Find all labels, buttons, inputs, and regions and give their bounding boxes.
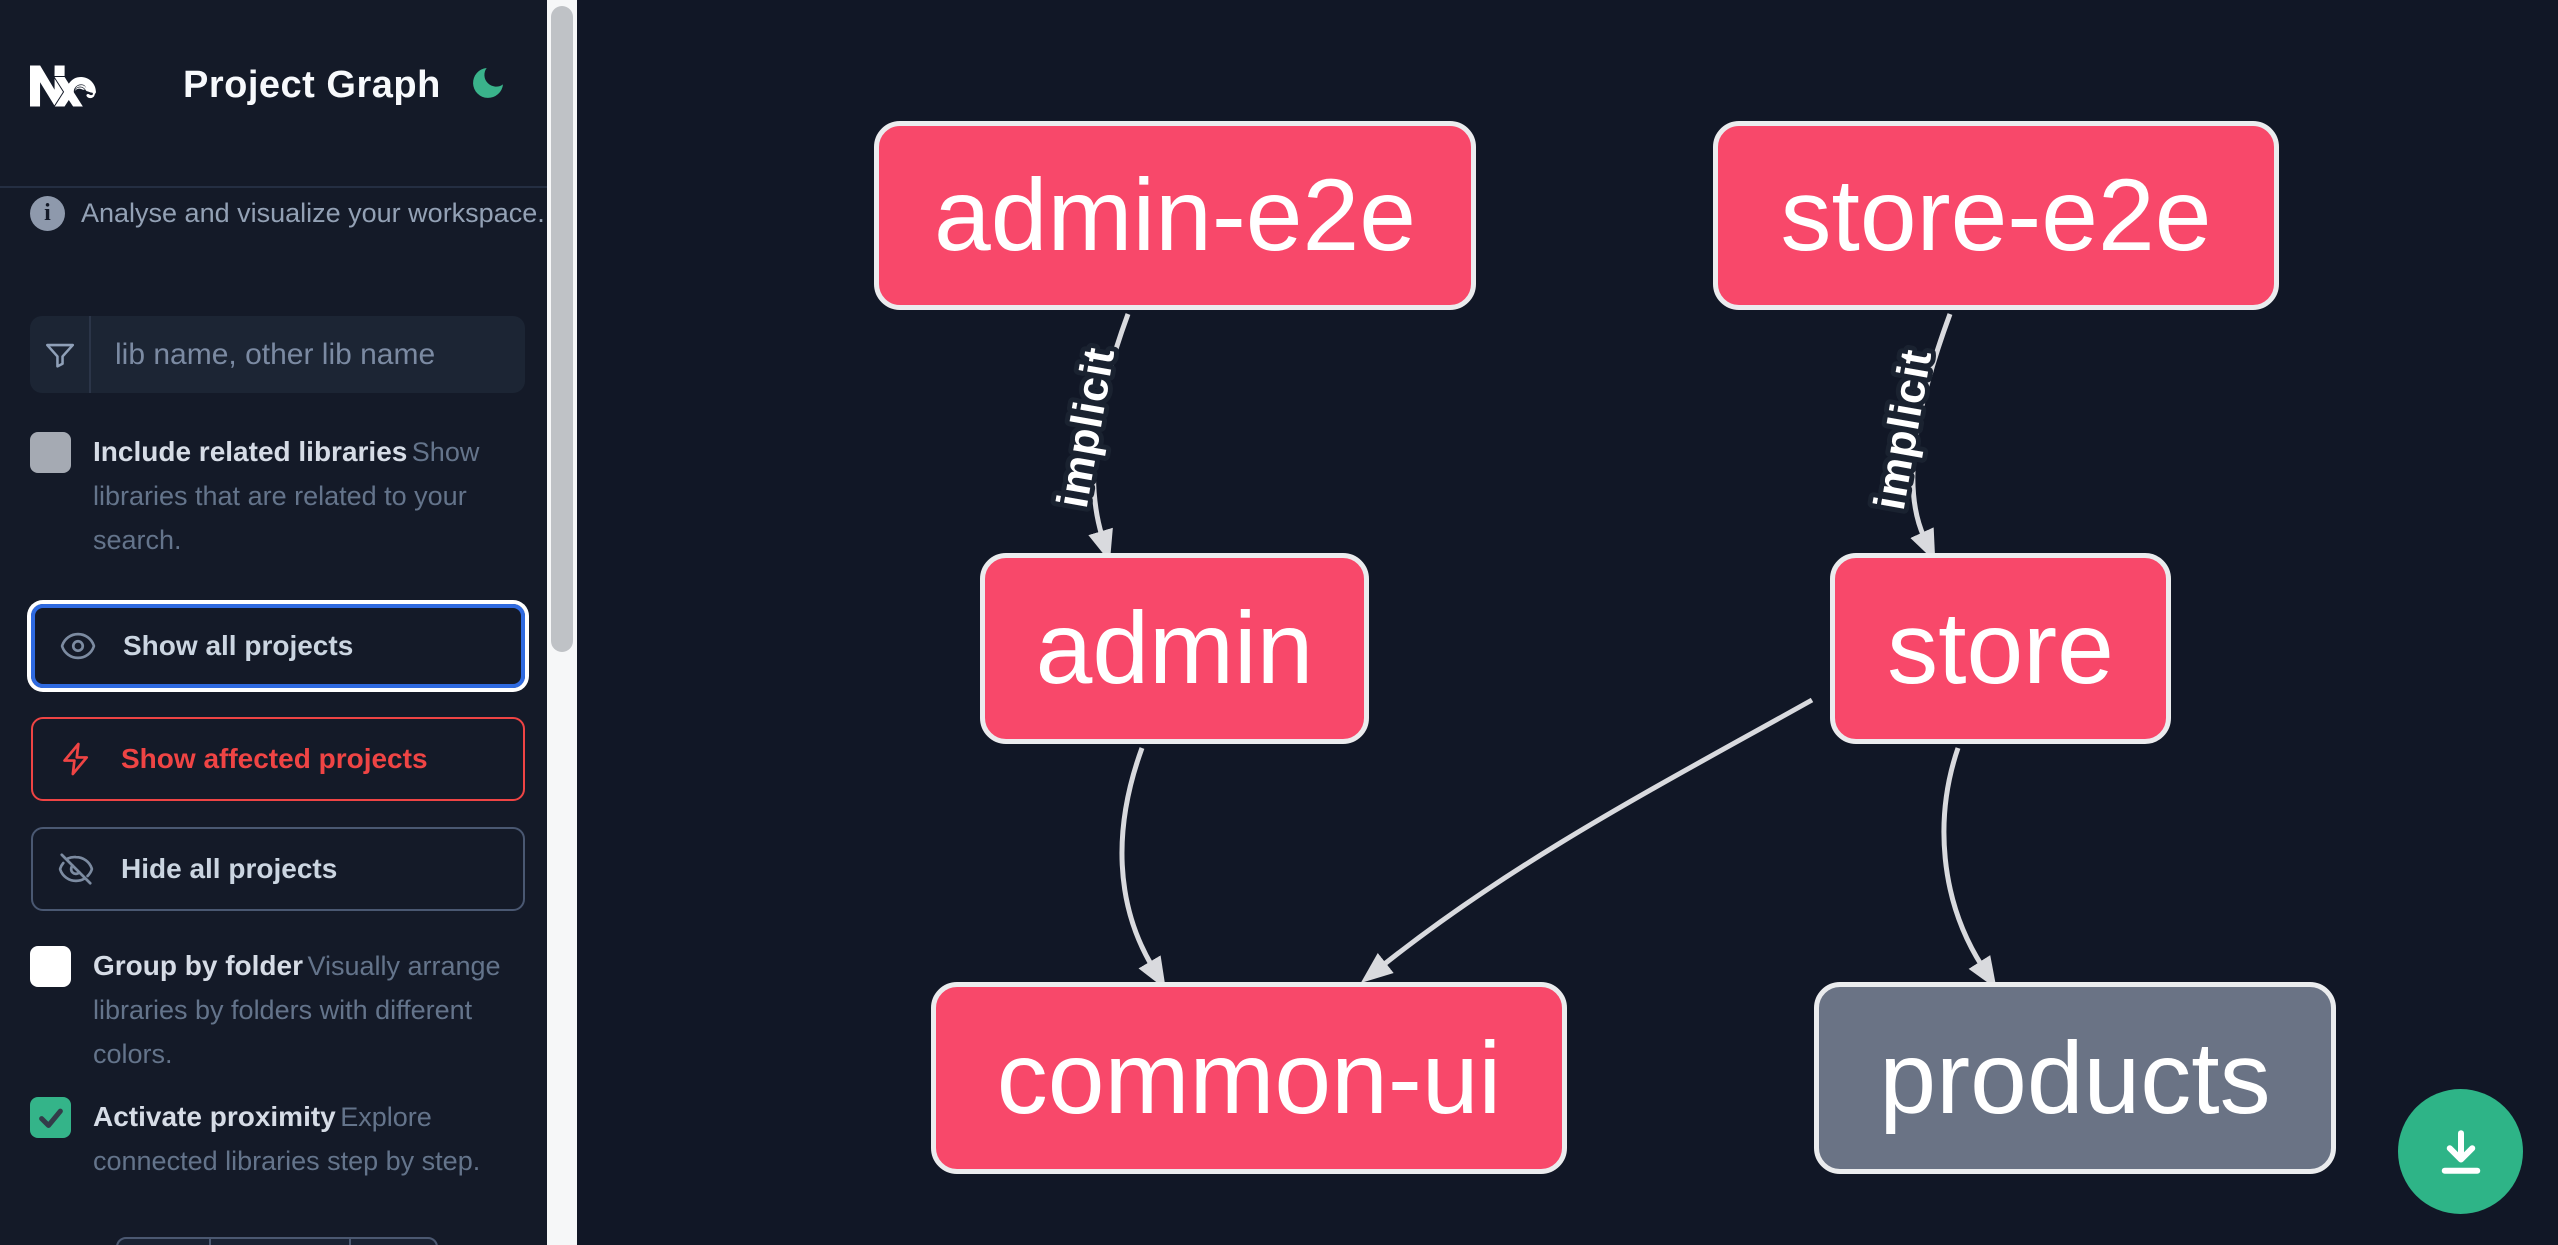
graph-node-admin-e2e[interactable]: admin-e2e bbox=[874, 121, 1476, 310]
activate-proximity-checkbox[interactable] bbox=[30, 1097, 71, 1138]
workspace-subtitle-row: i Analyse and visualize your workspace. bbox=[30, 196, 545, 231]
bolt-icon bbox=[63, 742, 89, 776]
hide-all-projects-button[interactable]: Hide all projects bbox=[31, 827, 525, 911]
group-by-folder-label: Group by folder bbox=[93, 950, 303, 981]
include-related-checkbox-row[interactable]: Include related libraries Show libraries… bbox=[30, 430, 548, 562]
sidebar-header: Project Graph bbox=[0, 0, 547, 188]
eye-slash-icon bbox=[58, 853, 94, 885]
activate-proximity-label: Activate proximity bbox=[93, 1101, 336, 1132]
hide-all-projects-label: Hide all projects bbox=[121, 853, 338, 884]
workspace-subtitle: Analyse and visualize your workspace. bbox=[81, 198, 545, 228]
filter-icon bbox=[30, 316, 91, 393]
nx-logo-icon bbox=[30, 65, 96, 107]
sidebar-scrollbar-track[interactable] bbox=[547, 0, 577, 1245]
include-related-description: Show libraries that are related to your … bbox=[93, 437, 480, 555]
show-affected-projects-label: Show affected projects bbox=[121, 743, 428, 774]
include-related-checkbox[interactable] bbox=[30, 432, 71, 473]
sidebar-scrollbar-thumb[interactable] bbox=[551, 6, 573, 652]
show-all-projects-button[interactable]: Show all projects bbox=[31, 604, 525, 688]
check-icon bbox=[30, 1097, 71, 1138]
proximity-depth-control-partial[interactable] bbox=[116, 1237, 438, 1245]
info-icon: i bbox=[30, 196, 65, 231]
group-by-folder-checkbox-row[interactable]: Group by folder Visually arrange librari… bbox=[30, 944, 548, 1076]
search-bar bbox=[30, 316, 525, 393]
dark-mode-toggle[interactable] bbox=[466, 62, 510, 106]
download-icon bbox=[2441, 1129, 2480, 1174]
graph-node-store[interactable]: store bbox=[1830, 553, 2171, 744]
activate-proximity-checkbox-row[interactable]: Activate proximity Explore connected lib… bbox=[30, 1095, 548, 1183]
download-graph-button[interactable] bbox=[2398, 1089, 2523, 1214]
graph-node-common-ui[interactable]: common-ui bbox=[931, 982, 1567, 1174]
page-title: Project Graph bbox=[183, 64, 441, 106]
include-related-label: Include related libraries bbox=[93, 436, 408, 467]
graph-node-store-e2e[interactable]: store-e2e bbox=[1713, 121, 2279, 310]
show-affected-projects-button[interactable]: Show affected projects bbox=[31, 717, 525, 801]
group-by-folder-checkbox[interactable] bbox=[30, 946, 71, 987]
show-all-projects-label: Show all projects bbox=[123, 630, 354, 661]
moon-icon bbox=[473, 67, 503, 98]
graph-node-admin[interactable]: admin bbox=[980, 553, 1369, 744]
activate-proximity-description: Explore connected libraries step by step… bbox=[93, 1102, 481, 1176]
group-by-folder-description: Visually arrange libraries by folders wi… bbox=[93, 951, 501, 1069]
eye-icon bbox=[60, 632, 96, 660]
graph-node-products[interactable]: products bbox=[1814, 982, 2336, 1174]
search-input[interactable] bbox=[91, 316, 525, 393]
sidebar: Project Graph i Analyse and visualize yo… bbox=[0, 0, 547, 1245]
